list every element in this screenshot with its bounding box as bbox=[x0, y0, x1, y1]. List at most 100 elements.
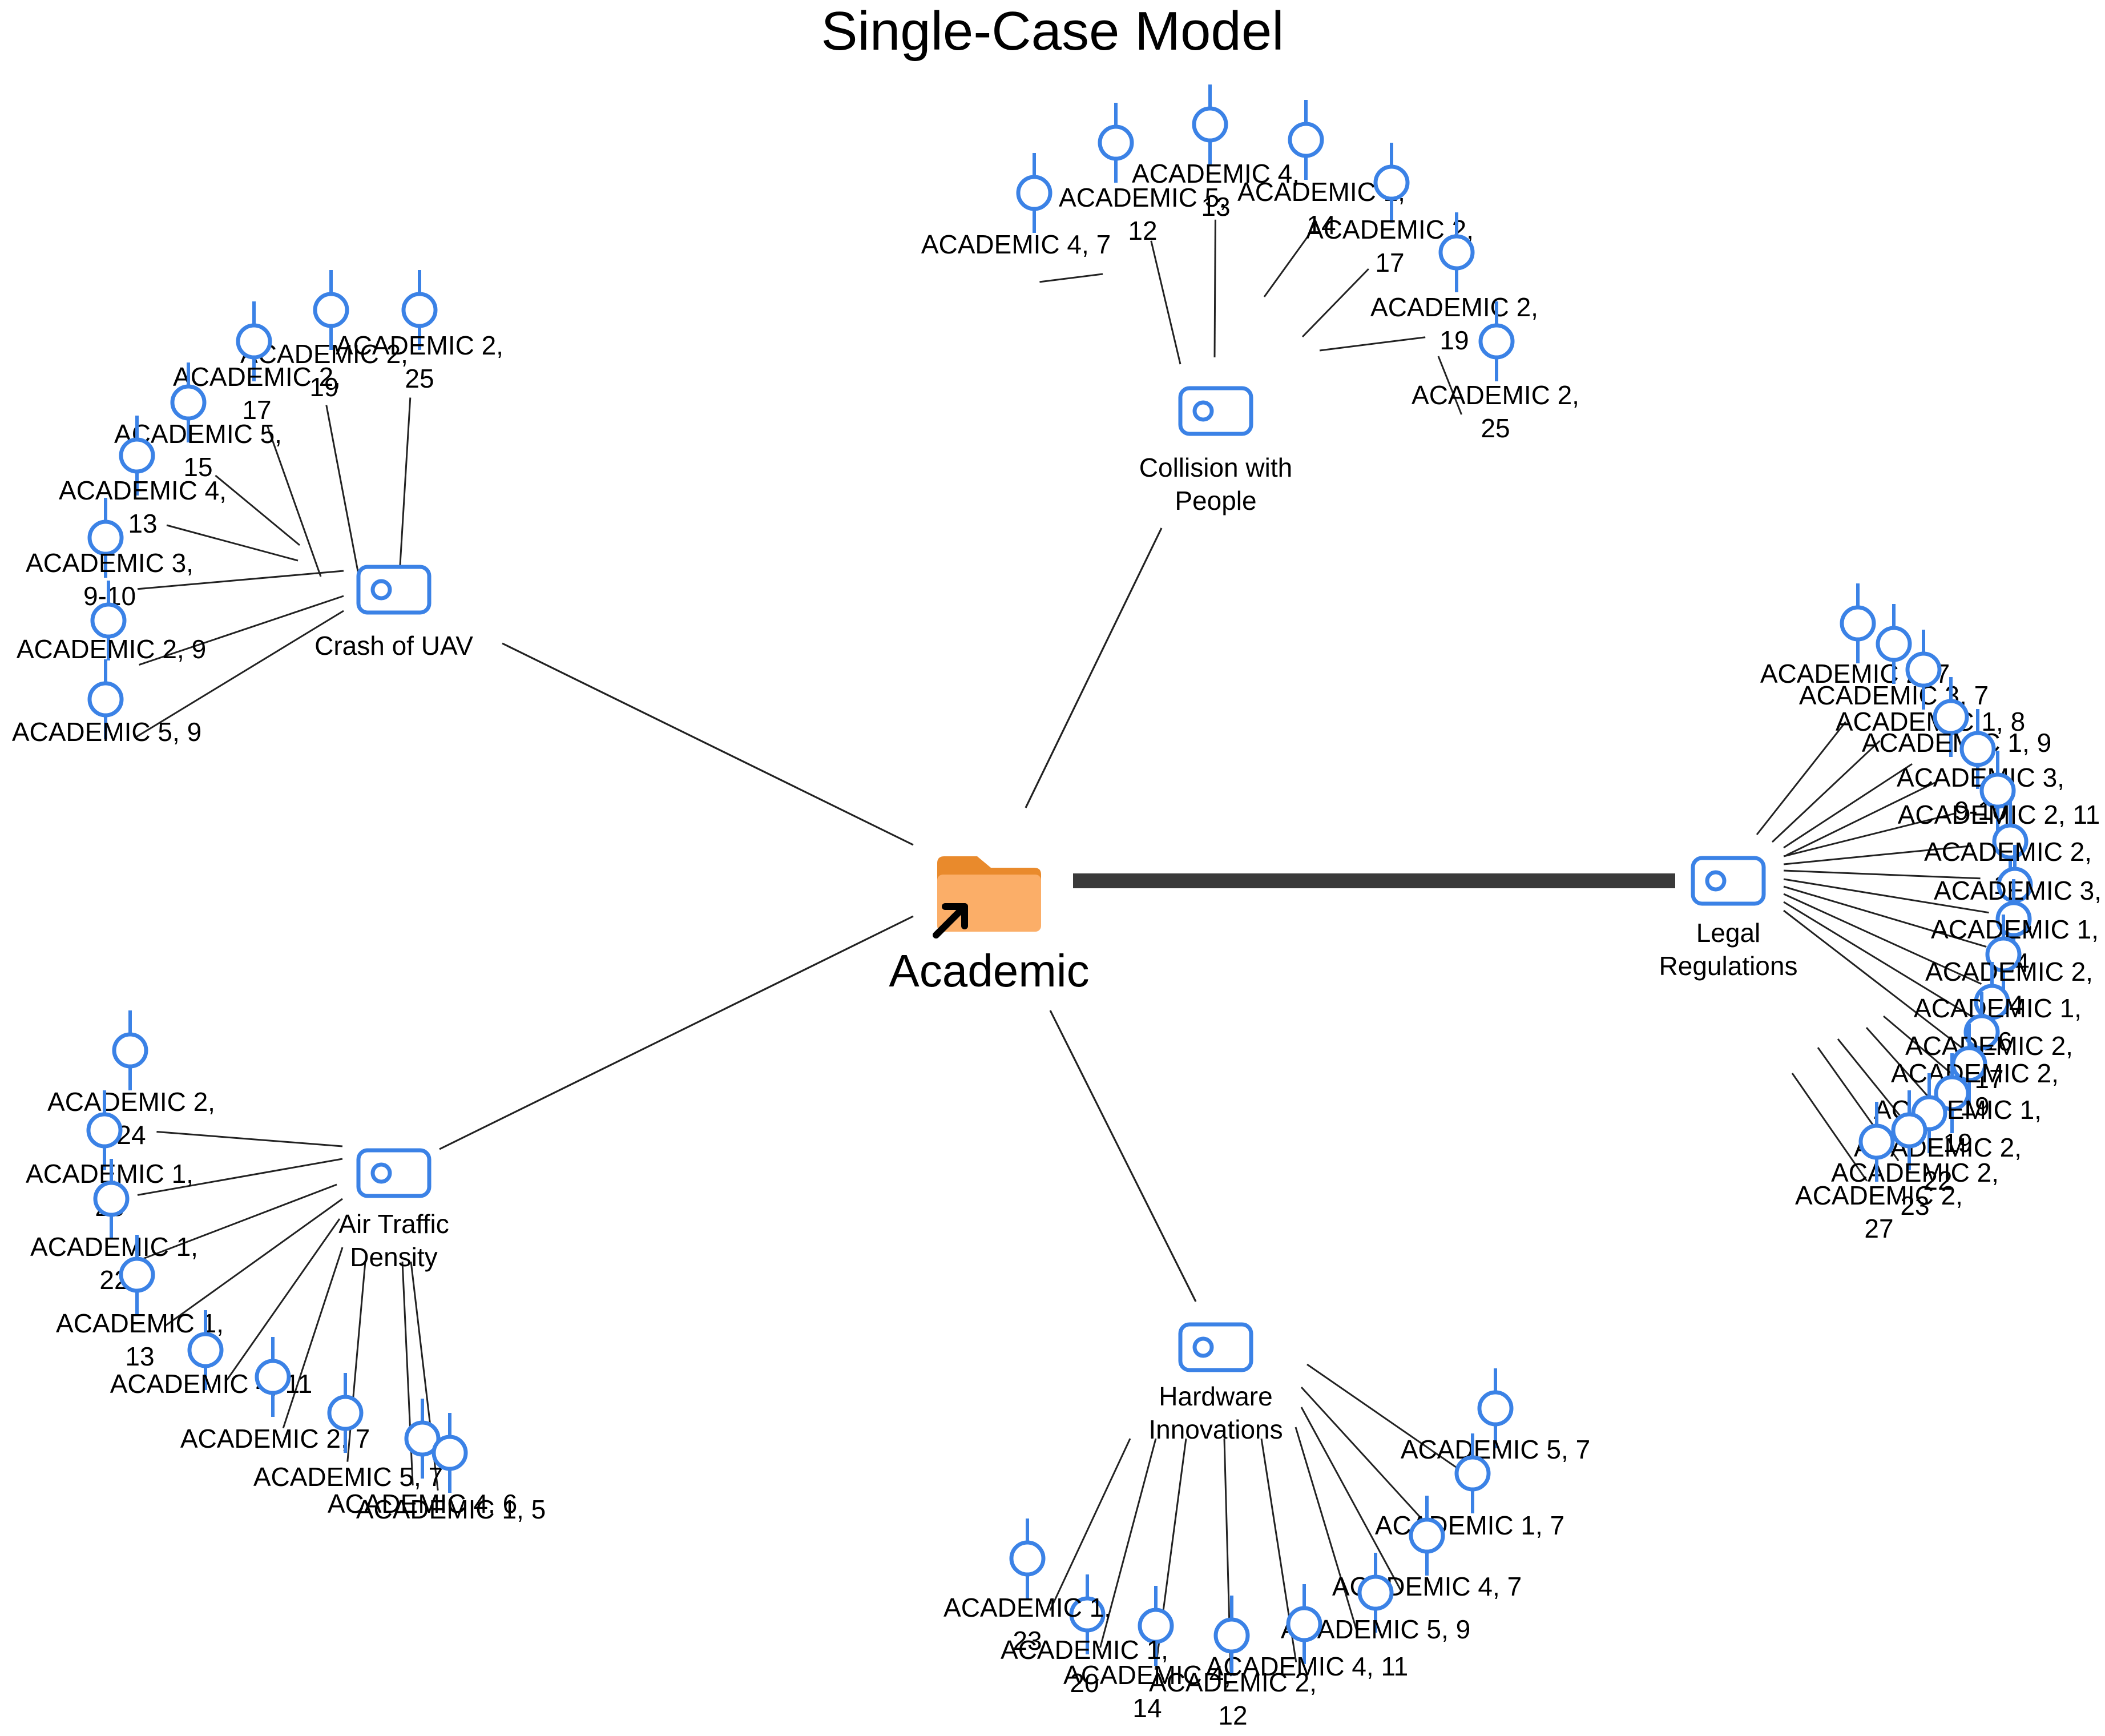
code-label: 23 bbox=[1013, 1626, 1042, 1656]
code-pin-icon bbox=[1477, 1368, 1514, 1448]
code-pin-icon bbox=[1213, 1596, 1250, 1675]
code-node[interactable]: ACADEMIC 3, 7 bbox=[1799, 604, 1989, 710]
edge-code bbox=[1300, 1407, 1402, 1593]
edge-code bbox=[1300, 1386, 1440, 1539]
code-node[interactable]: ACADEMIC 2,12 bbox=[1149, 1596, 1317, 1730]
edge-code bbox=[1295, 1427, 1357, 1630]
code-node[interactable]: ACADEMIC 1,23 bbox=[943, 1519, 1111, 1656]
code-node[interactable]: ACADEMIC 2,24 bbox=[47, 1010, 215, 1150]
edge-center-hardware-innovations bbox=[1049, 1010, 1197, 1302]
code-node[interactable]: ACADEMIC 2,19 bbox=[1370, 212, 1538, 355]
code-label: 19 bbox=[309, 372, 338, 402]
code-node[interactable]: ACADEMIC 4,13 bbox=[1132, 84, 1300, 221]
code-node[interactable]: ACADEMIC 2,23 bbox=[1831, 1090, 1999, 1221]
code-node[interactable]: ACADEMIC 2,17 bbox=[1905, 992, 2073, 1094]
code-node[interactable]: ACADEMIC 2,17 bbox=[173, 301, 341, 425]
edge-code bbox=[1783, 845, 1973, 865]
shortcut-arrow-icon bbox=[933, 903, 968, 939]
topic-label: Legal bbox=[1696, 918, 1761, 948]
code-label: ACADEMIC 2, 9 bbox=[17, 634, 206, 664]
code-node[interactable]: ACADEMIC 5, 7 bbox=[253, 1373, 443, 1492]
edge-code bbox=[1783, 763, 1913, 849]
code-node[interactable]: ACADEMIC 1, 5 bbox=[356, 1413, 546, 1524]
code-label: ACADEMIC 5, bbox=[1059, 183, 1227, 212]
code-pin-icon bbox=[1009, 1519, 1046, 1598]
edge-code bbox=[1883, 1015, 1952, 1074]
code-pin-icon bbox=[1069, 1574, 1106, 1654]
code-node[interactable]: ACADEMIC 1,22 bbox=[30, 1159, 198, 1295]
code-node[interactable]: ACADEMIC 2, 9 bbox=[17, 581, 206, 664]
edge-code bbox=[1437, 356, 1462, 415]
code-node[interactable]: ACADEMIC 1,13 bbox=[56, 1235, 224, 1371]
code-label: ACADEMIC 2, bbox=[1925, 957, 2093, 986]
code-pin-icon bbox=[1138, 1586, 1174, 1666]
code-node[interactable]: ACADEMIC 2,27 bbox=[1795, 1102, 1963, 1243]
edge-center-collision-with-people bbox=[1025, 527, 1163, 808]
code-group-icon bbox=[356, 1148, 432, 1198]
edge-code bbox=[1783, 878, 1989, 914]
code-label: ACADEMIC 3, bbox=[26, 548, 193, 578]
code-label: ACADEMIC 4, bbox=[1132, 159, 1300, 188]
code-label: ACADEMIC 2, bbox=[1412, 380, 1579, 410]
code-node[interactable]: ACADEMIC 2,25 bbox=[1412, 301, 1579, 443]
edge-code bbox=[1150, 240, 1181, 365]
code-label: ACADEMIC 1, bbox=[56, 1308, 224, 1338]
code-pin-icon bbox=[1357, 1553, 1394, 1633]
code-label: ACADEMIC 2, bbox=[1795, 1181, 1963, 1210]
edge-code bbox=[282, 1247, 344, 1429]
edge-code bbox=[1791, 1073, 1868, 1182]
code-pin-icon bbox=[432, 1413, 468, 1493]
topic-label: Hardware bbox=[1159, 1381, 1272, 1411]
edge-code bbox=[141, 1183, 337, 1260]
code-label: ACADEMIC 2, bbox=[1149, 1667, 1317, 1697]
center-node[interactable]: Academic bbox=[889, 856, 1090, 996]
edge-code bbox=[156, 1131, 343, 1147]
code-node[interactable]: ACADEMIC 2,19 bbox=[1891, 1024, 2059, 1121]
code-pin-icon bbox=[112, 1010, 148, 1090]
code-label: 17 bbox=[242, 395, 271, 425]
code-node[interactable]: ACADEMIC 5, 9 bbox=[12, 659, 201, 747]
code-label: 23 bbox=[1900, 1191, 1929, 1221]
code-pin-icon bbox=[170, 362, 207, 442]
edge-code bbox=[215, 474, 300, 546]
code-group-icon bbox=[1691, 856, 1766, 906]
code-node[interactable]: ACADEMIC 1,20 bbox=[1001, 1574, 1168, 1698]
code-pin-icon bbox=[1840, 583, 1876, 663]
code-pin-icon bbox=[327, 1373, 364, 1453]
code-label: ACADEMIC 2, bbox=[173, 362, 341, 392]
edge-code bbox=[1771, 740, 1881, 843]
topic-label: Crash of UAV bbox=[314, 631, 473, 660]
code-node[interactable]: ACADEMIC 2,25 bbox=[336, 270, 503, 393]
code-node[interactable]: ACADEMIC 4, 7 bbox=[921, 153, 1111, 259]
code-node[interactable]: ACADEMIC 1, 9 bbox=[1862, 677, 2051, 758]
code-node[interactable]: ACADEMIC 1, 7 bbox=[1375, 1433, 1564, 1540]
edge-code bbox=[398, 397, 412, 575]
code-label: ACADEMIC 3, bbox=[1934, 876, 2102, 905]
code-label: ACADEMIC 2, bbox=[1891, 1058, 2059, 1088]
code-label: ACADEMIC 1, bbox=[30, 1232, 198, 1262]
code-label: ACADEMIC 4, 7 bbox=[921, 229, 1111, 259]
edge-code bbox=[325, 405, 360, 575]
code-node[interactable]: ACADEMIC 4,14 bbox=[1063, 1586, 1231, 1723]
code-node[interactable]: ACADEMIC 4, 6 bbox=[328, 1399, 517, 1519]
edge-code bbox=[1263, 235, 1309, 297]
code-node[interactable]: ACADEMIC 1, 8 bbox=[1836, 630, 2025, 736]
code-pin-icon bbox=[1858, 1102, 1895, 1182]
code-node[interactable]: ACADEMIC 4, 7 bbox=[1332, 1496, 1522, 1601]
code-node[interactable]: ACADEMIC 4,13 bbox=[59, 416, 227, 538]
code-group-icon bbox=[1178, 386, 1253, 436]
code-node[interactable]: ACADEMIC 2, 11 bbox=[1898, 751, 2100, 831]
code-node[interactable]: ACADEMIC 5,12 bbox=[1059, 103, 1227, 245]
code-node[interactable]: ACADEMIC 4, 11 bbox=[1206, 1584, 1408, 1681]
code-node[interactable]: ACADEMIC 1,14 bbox=[1931, 879, 2099, 977]
code-node[interactable]: ACADEMIC 5, 7 bbox=[1401, 1368, 1590, 1464]
code-pin-icon bbox=[1963, 992, 2000, 1072]
code-pin-icon bbox=[87, 659, 124, 739]
code-label: ACADEMIC 4, bbox=[59, 476, 227, 505]
